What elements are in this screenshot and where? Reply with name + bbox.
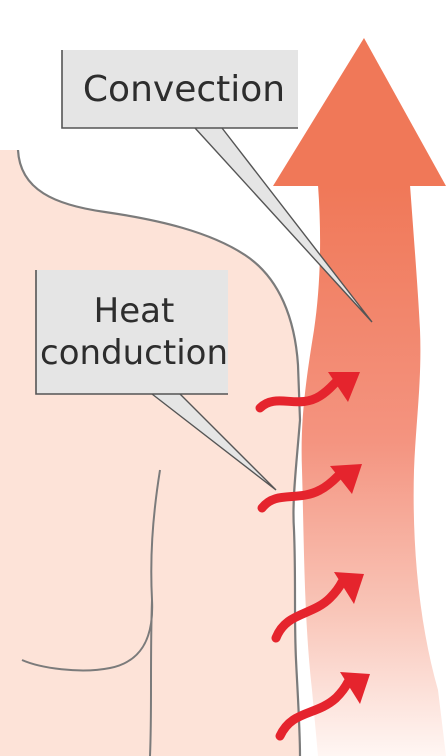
convection-arrow-body — [302, 185, 446, 756]
heat-label-line-2: conduction — [40, 333, 228, 373]
convection-arrow-head — [273, 38, 446, 186]
body-silhouette — [0, 150, 300, 756]
heat-label-line-1: Heat — [94, 291, 175, 331]
convection-label: Convection — [83, 69, 285, 110]
heat-conduction-label-box — [36, 270, 228, 394]
